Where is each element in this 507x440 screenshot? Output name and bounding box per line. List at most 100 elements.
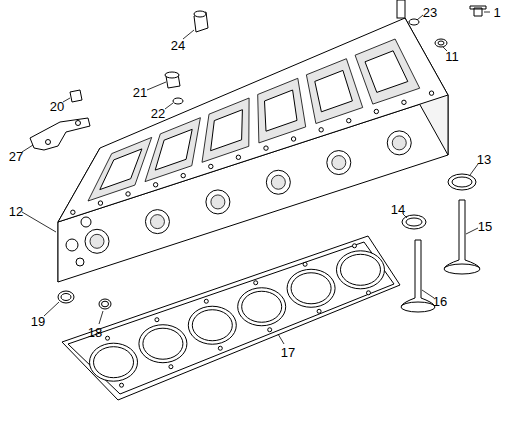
port [266, 170, 290, 194]
valve-16-head [401, 302, 435, 312]
port-bore [392, 136, 406, 150]
part-1 [470, 6, 486, 16]
gasket-bore [336, 251, 384, 289]
part-27-hole [46, 140, 51, 145]
callout-number: 1 [492, 5, 501, 20]
part-19 [58, 291, 74, 303]
gasket-bore [90, 343, 138, 381]
bolt-hole [153, 183, 157, 187]
bolt-hole [347, 118, 351, 122]
port-bore [211, 195, 225, 209]
head-detail [71, 39, 434, 253]
head-top-face [58, 18, 448, 222]
compartment-floor [211, 110, 243, 151]
callout-number: 11 [444, 49, 460, 64]
callout-number: 27 [8, 149, 24, 164]
port-bore [271, 175, 285, 189]
gasket-hole [204, 299, 208, 303]
part-19-bore [61, 294, 71, 301]
callout-number: 17 [280, 345, 296, 360]
port-bore [90, 234, 104, 248]
gasket-hole [218, 346, 222, 350]
gasket-bore-ring [143, 328, 183, 359]
callout-number: 21 [132, 85, 148, 100]
part-27-hole [76, 121, 81, 126]
compartment-floor [365, 51, 408, 93]
rocker-compartment [258, 78, 306, 143]
part-18 [99, 299, 111, 309]
callout-number: 13 [476, 152, 492, 167]
bolt-hole [209, 164, 213, 168]
bolt-hole [402, 100, 406, 104]
port [145, 210, 169, 234]
bolt-hole [264, 146, 268, 150]
gasket-bore-ring [242, 291, 282, 322]
part-22 [173, 98, 183, 104]
valve-15-head [444, 264, 480, 274]
callout-number: 23 [422, 5, 438, 20]
compartment-floor [100, 149, 142, 190]
rocker-compartment [306, 59, 362, 124]
gasket-hole [317, 309, 321, 313]
bolt-hole [319, 128, 323, 132]
port-bore [150, 215, 164, 229]
part-13 [448, 174, 476, 190]
part-11-bore [438, 41, 444, 45]
port [206, 190, 230, 214]
callout-number: 22 [150, 106, 166, 121]
bolt-hole [374, 109, 378, 113]
callout-number: 18 [87, 325, 103, 340]
end-hole [81, 217, 91, 227]
part-24-top [194, 11, 206, 17]
port [387, 131, 411, 155]
bolt-hole [71, 210, 75, 214]
compartment-floor [265, 90, 298, 131]
part-24 [194, 12, 208, 32]
bolt-hole [126, 192, 130, 196]
port [327, 151, 351, 175]
end-hole [76, 258, 84, 266]
bolt-hole [98, 201, 102, 205]
gasket-hole [352, 244, 356, 248]
rocker-compartment [202, 98, 249, 162]
gasket-hole [366, 291, 370, 295]
leader-lines [22, 12, 490, 344]
part-14 [402, 215, 426, 229]
callout-number: 20 [49, 99, 65, 114]
gasket-bore-ring [291, 273, 331, 304]
gasket-bore [287, 269, 335, 307]
gasket-hole [169, 365, 173, 369]
callout-number: 16 [432, 294, 448, 309]
gasket-bore-ring [340, 254, 380, 285]
gasket-hole [254, 281, 258, 285]
gasket-bore-ring [94, 347, 134, 378]
gasket-hole [268, 328, 272, 332]
valve-guide [397, 0, 405, 18]
callout-number: 12 [8, 204, 24, 219]
valve-16 [401, 240, 435, 306]
callout-number: 15 [477, 219, 493, 234]
gasket-bead [68, 242, 394, 394]
end-hole [66, 239, 78, 251]
valve-15 [444, 200, 480, 268]
gasket-hole [303, 262, 307, 266]
callout-number: 19 [30, 314, 46, 329]
gasket-bore [188, 306, 236, 344]
bolt-hole [429, 91, 433, 95]
rocker-compartment [355, 39, 420, 104]
bolt-hole [291, 137, 295, 141]
bolt-hole [236, 155, 240, 159]
gasket-hole [106, 336, 110, 340]
gasket-bores [90, 244, 385, 387]
part-13-bore [452, 177, 472, 187]
compartment-floor [155, 129, 192, 170]
rocker-compartment [145, 118, 200, 182]
part-18-bore [102, 301, 109, 307]
gasket-bore [238, 288, 286, 326]
gasket-bore [139, 325, 187, 363]
part-14-bore [406, 218, 422, 226]
callout-number: 14 [390, 202, 406, 217]
